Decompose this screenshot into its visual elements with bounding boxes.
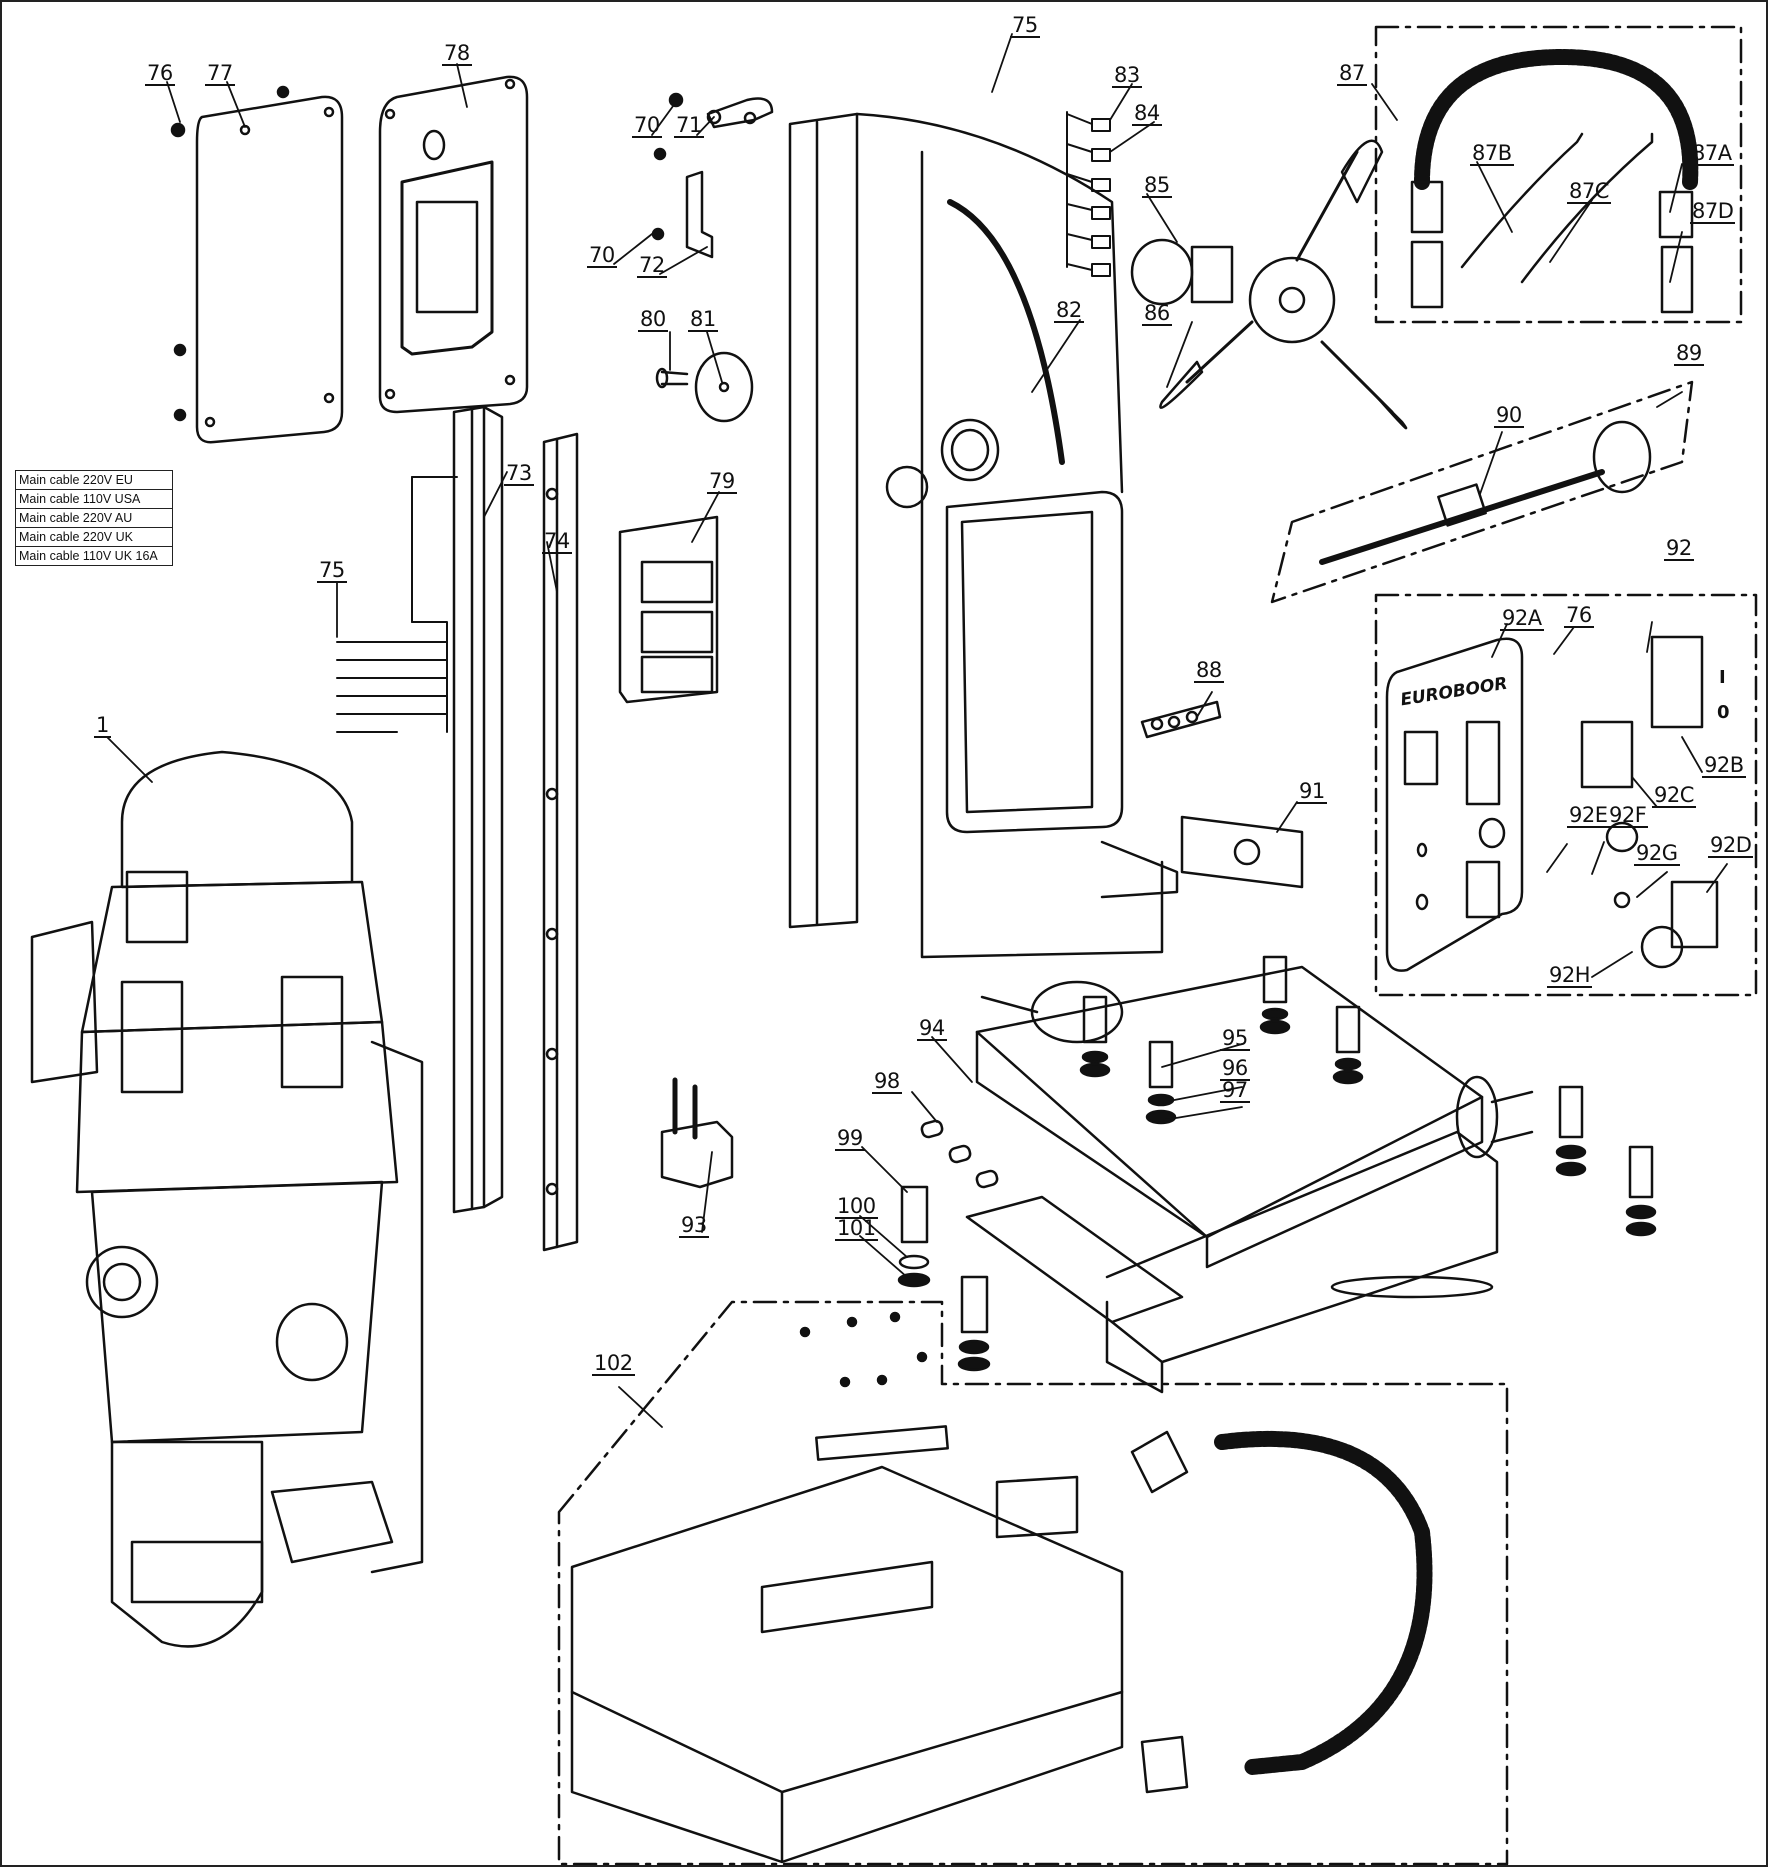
callout-label: 85 [1142, 173, 1172, 198]
callout-label: 92D [1708, 833, 1754, 858]
callout-label: 70 [632, 113, 662, 138]
callout-label: 81 [688, 307, 718, 332]
magnet-base-102 [557, 1300, 1509, 1865]
callout-label: 88 [1194, 658, 1224, 683]
callout-label: 77 [205, 61, 235, 86]
callout-label: 82 [1054, 298, 1084, 323]
main-cable-table: Main cable 220V EU Main cable 110V USA M… [15, 470, 173, 566]
callout-label: 92F [1607, 803, 1649, 828]
table-cell: Main cable 220V UK [15, 527, 173, 547]
callout-label: 87B [1470, 141, 1514, 166]
part-88 [1140, 700, 1222, 739]
callout-label: 98 [872, 1069, 902, 1094]
callout-label: 100 [835, 1194, 878, 1219]
callout-label: 83 [1112, 63, 1142, 88]
cover-plate-77 [170, 85, 344, 444]
cross-table-94 [965, 965, 1534, 1394]
table-cell: Main cable 110V USA [15, 489, 173, 509]
callout-label: 92B [1702, 753, 1746, 778]
bolt-99-101 [897, 1185, 991, 1372]
callout-label: 80 [638, 307, 668, 332]
screws-75 [336, 476, 458, 733]
callout-label: 72 [637, 253, 667, 278]
drill-motor-1 [30, 750, 424, 1648]
callout-label: 73 [504, 461, 534, 486]
pinion-85 [1130, 238, 1336, 344]
callout-label: 96 [1220, 1056, 1250, 1081]
pcb-plate-78 [378, 75, 529, 414]
column-body [788, 112, 1179, 959]
table-row: Main cable 220V AU [15, 508, 173, 528]
relay-box-79 [618, 515, 719, 704]
table-row: Main cable 110V UK 16A [15, 546, 173, 566]
main-cable-89-90 [1270, 380, 1694, 604]
callout-label: 102 [592, 1351, 635, 1376]
callout-label: 70 [587, 243, 617, 268]
callout-label: 71 [674, 113, 704, 138]
pins-83-84 [1066, 111, 1111, 277]
hose-kit-87 [1374, 25, 1743, 324]
callout-label: 92G [1634, 841, 1680, 866]
callout-label: 101 [835, 1216, 878, 1241]
callout-label: 1 [94, 713, 111, 738]
handles-86 [1159, 139, 1408, 430]
callout-label: 92E [1567, 803, 1610, 828]
callout-label: 76 [145, 61, 175, 86]
callout-label: 92 [1664, 536, 1694, 561]
callout-label: 76 [1564, 603, 1594, 628]
block-93 [660, 1077, 734, 1189]
switch-on-mark: I [1719, 667, 1726, 688]
callout-label: 92C [1652, 783, 1696, 808]
clamp-71 [668, 92, 774, 129]
table-row: Main cable 220V UK [15, 527, 173, 547]
callout-label: 78 [442, 41, 472, 66]
bracket-72 [651, 147, 714, 259]
rail-73 [452, 405, 504, 1214]
callout-label: 99 [835, 1126, 865, 1151]
callout-label: 79 [707, 469, 737, 494]
callout-label: 84 [1132, 101, 1162, 126]
pins-98 [920, 1119, 999, 1189]
table-row: Main cable 110V USA [15, 489, 173, 509]
callout-label: 92H [1547, 963, 1593, 988]
callout-label: 89 [1674, 341, 1704, 366]
part-91 [1180, 815, 1304, 889]
callout-label: 87C [1567, 179, 1611, 204]
disc-81 [694, 351, 754, 423]
table-row: Main cable 220V EU [15, 470, 173, 490]
screw-80 [655, 367, 689, 389]
callout-label: 90 [1494, 403, 1524, 428]
rail-74 [542, 432, 579, 1252]
switch-off-mark: 0 [1717, 702, 1730, 723]
callout-label: 97 [1220, 1078, 1250, 1103]
callout-label: 87 [1337, 61, 1367, 86]
callout-label: 75 [317, 558, 347, 583]
table-cell: Main cable 110V UK 16A [15, 546, 173, 566]
callout-label: 93 [679, 1213, 709, 1238]
callout-label: 92A [1500, 606, 1544, 631]
table-cell: Main cable 220V EU [15, 470, 173, 490]
callout-label: 91 [1297, 779, 1327, 804]
callout-label: 74 [542, 529, 572, 554]
callout-label: 86 [1142, 301, 1172, 326]
leader-lines [106, 33, 1728, 1428]
callout-label: 94 [917, 1016, 947, 1041]
callout-label: 87A [1690, 141, 1734, 166]
switch-panel-92 [1374, 593, 1758, 997]
callout-label: 75 [1010, 13, 1040, 38]
callout-label: 87D [1690, 199, 1736, 224]
table-cell: Main cable 220V AU [15, 508, 173, 528]
callout-label: 95 [1220, 1026, 1250, 1051]
